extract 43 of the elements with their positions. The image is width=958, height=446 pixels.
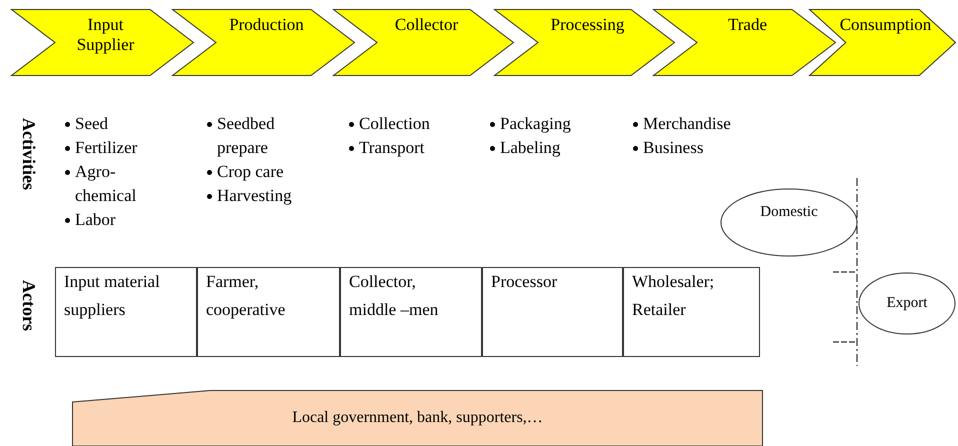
activity-item: Fertilizer bbox=[75, 137, 138, 159]
stage-label: Collector bbox=[394, 15, 458, 35]
row-heading: Actors bbox=[18, 280, 39, 331]
activity-item: Labeling bbox=[500, 137, 560, 159]
activity-item: Merchandise bbox=[643, 113, 731, 135]
table-cell bbox=[340, 267, 482, 357]
value-chain-stage bbox=[809, 9, 956, 76]
value-chain-stage bbox=[11, 9, 194, 76]
activity-item: Seed bbox=[75, 113, 108, 135]
row-heading: Activities bbox=[18, 118, 39, 190]
value-chain-stage bbox=[333, 9, 514, 76]
activity-item: Crop care bbox=[217, 161, 284, 183]
activity-item: Labor bbox=[75, 209, 116, 231]
activity-item: Agro- chemical bbox=[75, 161, 138, 207]
actor-name: Processor bbox=[491, 271, 558, 293]
table-cell bbox=[623, 267, 760, 357]
actor-name: Farmer, cooperative bbox=[206, 271, 286, 321]
market-label: Export bbox=[886, 295, 928, 312]
market-ellipse bbox=[858, 272, 956, 335]
value-chain-stage bbox=[494, 9, 675, 76]
activity-item: Business bbox=[643, 137, 704, 159]
activity-item: Harvesting bbox=[217, 185, 292, 207]
market-label: Domestic bbox=[760, 204, 818, 221]
support-label: Local government, bank, supporters,… bbox=[292, 409, 543, 427]
support-band bbox=[72, 390, 763, 446]
stage-label: Trade bbox=[728, 15, 768, 35]
stage-label: Production bbox=[229, 15, 304, 35]
activity-item: Packaging bbox=[500, 113, 571, 135]
value-chain-stage bbox=[653, 9, 836, 76]
activity-item: Collection bbox=[359, 113, 430, 135]
table-cell bbox=[197, 267, 340, 357]
table-cell bbox=[55, 267, 197, 357]
actor-name: Wholesaler; Retailer bbox=[632, 271, 716, 321]
activity-item: Seedbed prepare bbox=[217, 113, 276, 159]
stage-label: Consumption bbox=[840, 15, 932, 35]
stage-label: Input Supplier bbox=[76, 15, 136, 55]
value-chain-stage bbox=[172, 9, 355, 76]
actor-name: Input material suppliers bbox=[64, 271, 161, 321]
actor-name: Collector, middle –men bbox=[349, 271, 440, 321]
stage-label: Processing bbox=[550, 15, 624, 35]
table-cell bbox=[482, 267, 623, 357]
activity-item: Transport bbox=[359, 137, 424, 159]
market-ellipse bbox=[720, 188, 858, 257]
